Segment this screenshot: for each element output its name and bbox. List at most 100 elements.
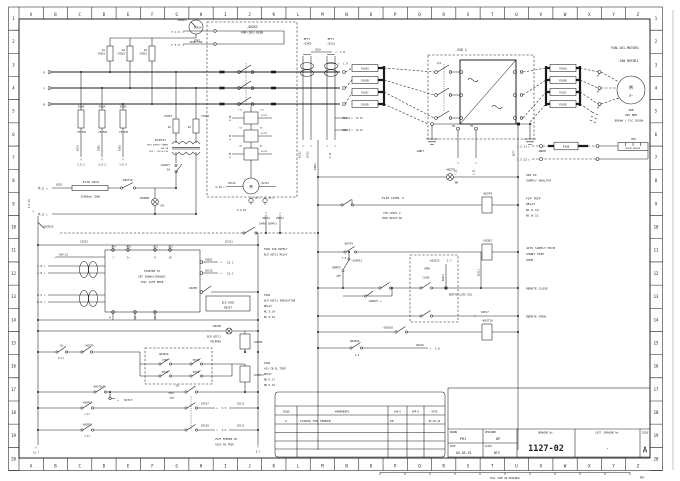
schematic-label: N [109,317,111,320]
schematic-label: 02S16 [416,343,424,347]
grid-reference-labels: AABBCCDDEEFFGGHHIIJJKKLLMMNNOOPPQQRRSSTT… [11,12,659,469]
primary-winding [171,141,201,145]
schematic-label: -ELTR 02C8 [81,180,99,184]
contact-blades [95,385,196,393]
date-label: DATE [450,445,456,448]
schematic-label: 415 : 110-0-110 [149,151,169,153]
grid-number-right: 20 [654,456,659,461]
grid-letter-bottom: X [588,464,591,469]
schematic-label: -FLIP LEVEL 2 [380,196,404,200]
schematic-label: -K02T16 [481,319,493,323]
schematic-label: ▷ [224,186,226,189]
schematic-label: ▷ [44,272,46,275]
scale-label: SCALE [485,445,493,448]
schematic-label: P103C [559,90,567,94]
schematic-label: -02L2 [327,42,336,46]
schematic-label: -K02M17 [253,373,264,377]
schematic-label: STARTER TO [144,269,161,273]
schematic-label: NO D.19 [264,383,275,387]
schematic-label: P103C [361,90,369,94]
terminal [595,144,600,148]
vsd-enclosure [427,54,535,140]
schematic-label: I.7 [447,259,452,263]
starter-fan-motor-letter: M [250,185,253,191]
schematic-label: 02S16 [228,181,236,185]
schematic-label: ELR 02F11 RELAY [264,253,288,257]
grid-letter-bottom: J [248,464,250,469]
grid-number-right: 2 [655,39,658,44]
schematic-label: 02S17 [201,402,209,406]
schematic-label: D2 [260,128,263,130]
terminal [539,157,543,161]
junction-dot [244,351,246,353]
grid-number-right: 13 [654,294,659,299]
issue-value: A [643,446,648,455]
schematic-label: 250A [78,105,85,109]
schematic-label: ABB [628,108,633,112]
schematic-label: C.9 [343,62,348,66]
schematic-label: △ [265,211,267,215]
fuse-symbol [148,45,156,62]
schematic-label: 995 RPM [625,113,637,117]
schematic-label: 06P14 [276,216,284,220]
schematic-label: X3.3 [255,197,261,200]
junction-dot [517,123,519,125]
schematic-label: R [43,71,45,75]
grid-letter-top: I [224,12,227,17]
schematic-label: ▷ [46,213,48,217]
grid-letter-bottom: S [467,464,470,469]
relay-coil [481,243,493,261]
schematic-label: P103B [361,78,369,82]
bus-terminal-y [47,86,52,90]
schematic-label: 02J11 [478,268,481,276]
schematic-label: P108 [563,145,570,149]
junction-dot [257,429,259,431]
cable-p103-right [522,64,620,124]
grid-letter-top: Q [418,12,421,17]
schematic-label: 23 [134,317,137,320]
control-ladder-left [37,216,318,445]
junction-dot [257,407,259,409]
drawing-no-label: DRAWING No. [538,432,554,435]
junction-dot [317,251,319,253]
starter-fan-motor-icon [242,177,260,195]
schematic-label: FIP TRIP [526,197,541,201]
schematic-label: 02C5 [77,145,80,151]
grid-number-right: 14 [654,317,659,322]
terminal [342,86,346,90]
full-size-note: FULL SIZE ON ORIGINAL [490,477,521,480]
schematic-label: ELR 02F11 [207,335,221,339]
grid-number-left: 13 [11,294,16,299]
grid-letter-top: H [200,12,203,17]
fuse-symbol [192,118,200,134]
starter-box-g02k2: M [206,21,298,233]
schematic-label: RESET [224,306,232,310]
terminal [430,122,434,126]
contact-blade [244,226,256,234]
schematic-label: 7.C.5 [171,30,180,34]
grid-letter-bottom: T [491,464,494,469]
schematic-label: 415V CB TRIP [215,443,234,447]
schematic-label: -Q1 [174,384,179,388]
contact-pole [133,186,136,190]
drawing-no-value: 1127-02 [528,444,564,454]
schematic-label: EFCT [328,37,335,41]
schematic-label: -S02Q13 [429,259,440,263]
schematic-label: ▷ [44,265,46,268]
schematic-label: FAN-101-MOTOR1 [611,46,639,50]
schematic-label: ▷ [217,429,219,432]
grid-letter-top: E [127,12,130,17]
schematic-label: P103D [559,102,567,106]
schematic-label: -F02F4 [163,114,173,118]
schematic-label: C11 [238,110,243,112]
schematic-label: 150Ohm/ 50W [80,195,99,199]
paper-size-label: A3 [640,476,644,480]
amendments-outline [274,391,446,458]
schematic-label: -G02K2 [482,239,492,243]
contact-pole [174,170,178,174]
schematic-label: T.9 [342,257,347,260]
schematic-label: REMOTE CLOSE COIL [449,294,473,297]
schematic-label: FIP LEVEL 2 [383,211,401,215]
schematic-label: Y [43,87,45,91]
schematic-label: -S06DY5 [367,299,378,303]
